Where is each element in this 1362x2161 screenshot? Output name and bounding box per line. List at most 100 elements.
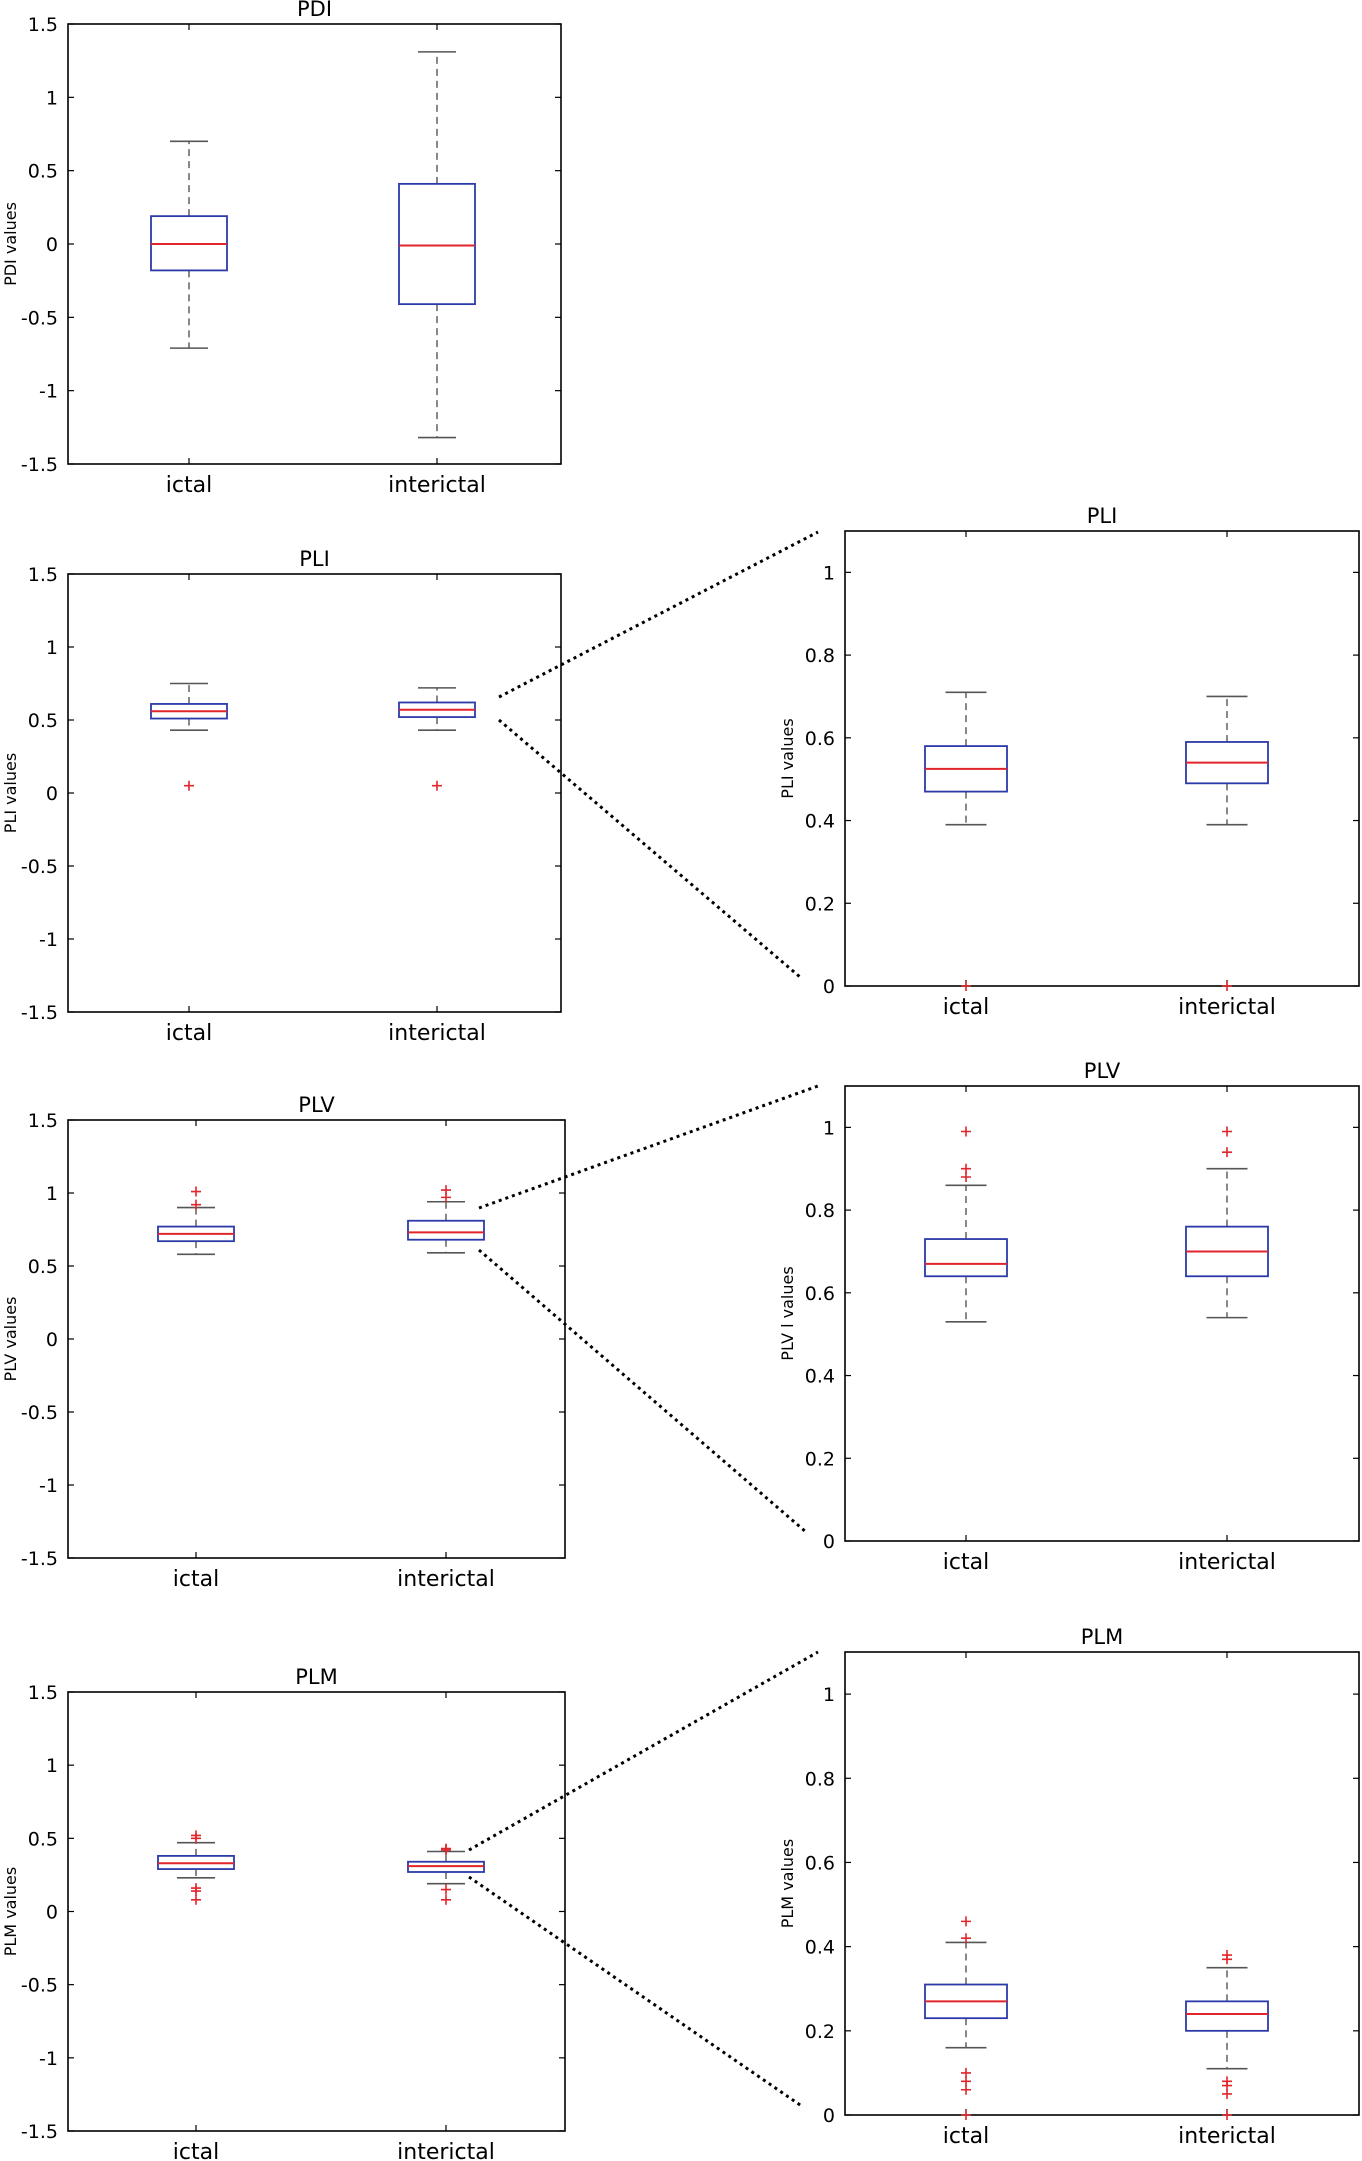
plv-ictal-outlier (191, 1186, 201, 1197)
plm-ictal-outlier (191, 1830, 201, 1841)
pli-zoom-ytick-label: 0.4 (805, 811, 835, 833)
pli-ylabel: PLI values (1, 753, 20, 833)
plv-zoom-interictal-outlier (1222, 1147, 1232, 1158)
plv-zoom-category-ictal: ictal (943, 1550, 989, 1575)
plv-zoom-category-interictal: interictal (1178, 1550, 1276, 1575)
pdi-interictal-box (398, 182, 476, 306)
plv-zoom-ictal-outlier (961, 1163, 971, 1174)
plm-zoom-interictal-outlier (1222, 1950, 1232, 1961)
plv-zoom-ytick-label: 1 (823, 1117, 835, 1139)
plm-category-ictal: ictal (173, 2140, 219, 2161)
pli-zoom-interictal-outlier (1222, 981, 1232, 991)
plv-ytick-label: 0.5 (28, 1256, 58, 1278)
plm-zoom-category-ictal: ictal (943, 2124, 989, 2149)
plm-zoom-ictal-outlier (961, 1933, 971, 1944)
pli-ytick-label: 0.5 (28, 710, 58, 732)
pli-ytick-label: -1.5 (21, 1002, 58, 1024)
plv-category-interictal: interictal (397, 1567, 495, 1592)
plm-ytick-label: -0.5 (21, 1975, 58, 1997)
plv-category-ictal: ictal (173, 1567, 219, 1592)
plv-zoom-axes-frame (844, 1085, 1360, 1542)
plv-ytick-label: -1.5 (21, 1548, 58, 1570)
plm-ictal-outlier (191, 1894, 201, 1905)
plm-ytick-label: -1.5 (21, 2121, 58, 2143)
pli-ytick-label: -0.5 (21, 856, 58, 878)
pli-axes-frame (67, 573, 562, 1013)
plm-zoom-ylabel: PLM values (778, 1839, 797, 1929)
pli-ytick-label: 1.5 (28, 564, 58, 586)
pli-category-interictal: interictal (388, 1021, 486, 1046)
plm-zoom-ytick-label: 0 (823, 2105, 835, 2127)
plv-interictal-box (407, 1219, 485, 1241)
pli-zoom-ylabel: PLI values (778, 718, 797, 798)
pli-title: PLI (299, 547, 330, 571)
plm-zoom-ictal-outlier (961, 2110, 971, 2120)
pli-zoom-ytick-label: 0.6 (805, 728, 835, 750)
plm-interictal-outlier (441, 1843, 451, 1854)
plm-axes-frame (67, 1691, 566, 2132)
plv-zoom-ytick-label: 0 (823, 1531, 835, 1553)
plm-zoom-title: PLM (1081, 1625, 1123, 1649)
plv-ictal-outlier (191, 1199, 201, 1210)
pli-zoom-ytick-label: 0 (823, 976, 835, 998)
plm-category-interictal: interictal (397, 2140, 495, 2161)
pli-ytick-label: 1 (46, 637, 58, 659)
plv-zoom-ictal-box (924, 1238, 1008, 1278)
pdi-ytick-label: 0.5 (28, 161, 58, 183)
pli-zoom-connector-top (498, 530, 819, 699)
plm-ytick-label: 1 (46, 1755, 58, 1777)
plm-zoom-ytick-label: 0.6 (805, 1852, 835, 1874)
plv-zoom-ytick-label: 0.6 (805, 1283, 835, 1305)
plm-zoom-interictal-outlier (1222, 2088, 1232, 2099)
plv-ylabel: PLV values (1, 1297, 20, 1382)
pdi-axes-frame (67, 23, 562, 465)
plv-ytick-label: 1 (46, 1183, 58, 1205)
plv-zoom-ytick-label: 0.8 (805, 1200, 835, 1222)
plv-axes-frame (67, 1119, 566, 1559)
plm-zoom-ytick-label: 0.2 (805, 2021, 835, 2043)
pdi-ytick-label: 1 (46, 87, 58, 109)
pli-ictal-outlier (184, 780, 194, 791)
plv-interictal-outlier (441, 1185, 451, 1196)
pli-zoom-ytick-label: 0.8 (805, 645, 835, 667)
pli-zoom-title: PLI (1087, 504, 1118, 528)
pdi-category-interictal: interictal (388, 473, 486, 498)
plv-zoom-ytick-label: 0.2 (805, 1448, 835, 1470)
pdi-ytick-label: 1.5 (28, 14, 58, 36)
plv-ytick-label: -1 (39, 1475, 58, 1497)
pli-interictal-outlier (432, 780, 442, 791)
plm-zoom-connector-bottom (468, 1875, 804, 2109)
plv-ytick-label: 1.5 (28, 1110, 58, 1132)
pli-ytick-label: -1 (39, 929, 58, 951)
plv-zoom-connector-bottom (478, 1248, 807, 1534)
plm-zoom-category-interictal: interictal (1178, 2124, 1276, 2149)
pli-zoom-category-interictal: interictal (1178, 995, 1276, 1020)
plm-zoom-interictal-outlier (1222, 2110, 1232, 2120)
plm-title: PLM (295, 1665, 337, 1689)
plm-zoom-ytick-label: 0.8 (805, 1768, 835, 1790)
plm-zoom-interictal-box (1185, 2000, 1269, 2032)
plm-ytick-label: 0.5 (28, 1828, 58, 1850)
plv-ytick-label: 0 (46, 1329, 58, 1351)
pdi-ytick-label: -0.5 (21, 307, 58, 329)
plv-zoom-interictal-outlier (1222, 1126, 1232, 1137)
pdi-ytick-label: -1 (39, 381, 58, 403)
pli-zoom-axes-frame (844, 530, 1360, 987)
plv-zoom-ictal-outlier (961, 1126, 971, 1137)
plm-ictal-outlier (191, 1883, 201, 1894)
plm-zoom-interictal-outlier (1222, 2076, 1232, 2087)
plv-zoom-ylabel: PLV l values (778, 1266, 797, 1360)
plm-zoom-ytick-label: 0.4 (805, 1937, 835, 1959)
plm-ytick-label: 0 (46, 1902, 58, 1924)
plm-ytick-label: -1 (39, 2048, 58, 2070)
pli-zoom-category-ictal: ictal (943, 995, 989, 1020)
plm-ytick-label: 1.5 (28, 1682, 58, 1704)
plm-interictal-outlier (441, 1884, 451, 1895)
